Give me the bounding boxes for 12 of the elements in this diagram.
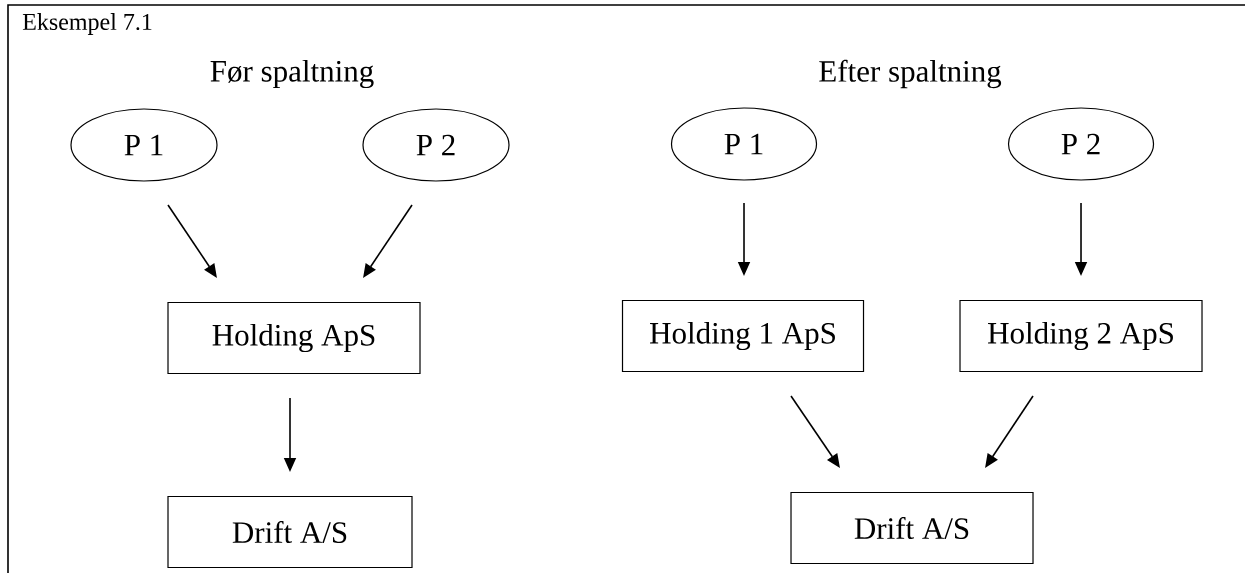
company-box: Holding ApS (167, 301, 421, 375)
arrow (167, 204, 217, 278)
company-box: Holding 1 ApS (621, 299, 865, 373)
arrow (363, 204, 413, 278)
arrow (985, 395, 1034, 468)
company-box: Drift A/S (790, 491, 1034, 565)
arrow (790, 395, 840, 468)
company-box: Drift A/S (167, 495, 413, 569)
company-box: Holding 2 ApS (959, 299, 1203, 373)
section-heading: Efter spaltning (819, 59, 1002, 89)
section-heading: Før spaltning (210, 59, 374, 89)
example-title: Eksempel 7.1 (22, 13, 152, 35)
